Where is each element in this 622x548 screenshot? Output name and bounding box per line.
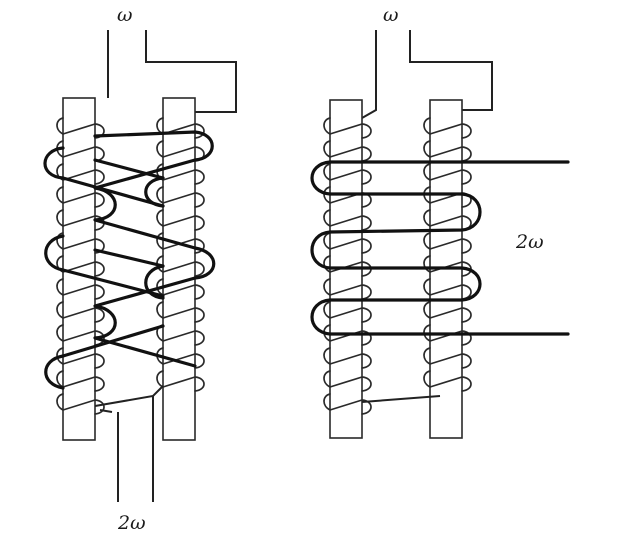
coil-turn <box>329 284 372 300</box>
coil-turn-back <box>323 117 331 135</box>
right-transformer <box>310 30 570 439</box>
coil-turn <box>429 238 472 254</box>
coil-turn <box>62 376 105 392</box>
coil-turn <box>329 330 372 346</box>
coil-turn <box>162 353 205 369</box>
coil-turn-back <box>156 370 164 388</box>
coil-turn <box>329 238 372 254</box>
coil-turn-back <box>423 117 431 135</box>
coil-turn-back <box>323 255 331 273</box>
coil-turn <box>329 146 372 162</box>
coil-turn <box>329 307 372 323</box>
coil-turn-back <box>423 347 431 365</box>
right-primary-winding <box>323 117 472 415</box>
coil-turn <box>62 284 105 300</box>
coil-turn-back <box>156 117 164 135</box>
coil-turn <box>329 215 372 231</box>
coil-turn-back <box>323 232 331 250</box>
coil-turn <box>162 307 205 323</box>
coil-turn-back <box>423 163 431 181</box>
coil-turn-back <box>323 301 331 319</box>
coil-turn <box>62 353 105 369</box>
coil-turn-back <box>323 163 331 181</box>
coil-turn <box>429 169 472 185</box>
coil-turn <box>429 146 472 162</box>
coil-turn-back <box>423 301 431 319</box>
coil-turn <box>62 169 105 185</box>
coil-turn-back <box>56 278 64 296</box>
coil-turn-back <box>156 209 164 227</box>
coil-turn-back <box>423 324 431 342</box>
coil-turn-back <box>323 209 331 227</box>
coil-turn <box>329 399 372 415</box>
coil-turn <box>162 123 205 139</box>
coil-turn-back <box>56 324 64 342</box>
right-primary-frequency-label: ω <box>383 4 399 26</box>
coil-turn-back <box>323 393 331 411</box>
coil-turn <box>62 261 105 277</box>
coil-turn <box>162 192 205 208</box>
coil-turn <box>162 261 205 277</box>
coil-turn <box>162 284 205 300</box>
coil-turn-back <box>56 301 64 319</box>
coil-turn-back <box>156 140 164 158</box>
coil-turn-back <box>323 347 331 365</box>
coil-turn-back <box>156 186 164 204</box>
right-bottom-lead <box>361 395 441 403</box>
right-secondary-winding <box>310 160 570 336</box>
coil-turn-back <box>323 370 331 388</box>
coil-turn-back <box>56 232 64 250</box>
coil-turn-back <box>156 301 164 319</box>
coil-turn-back <box>56 370 64 388</box>
coil-turn <box>162 330 205 346</box>
coil-turn <box>329 169 372 185</box>
coil-turn-back <box>323 278 331 296</box>
coil-turn <box>429 353 472 369</box>
left-primary-frequency-label: ω <box>117 4 133 26</box>
coil-turn-back <box>423 209 431 227</box>
coil-turn <box>429 261 472 277</box>
left-transformer <box>43 30 237 502</box>
left-secondary-frequency-label: 2ω <box>118 512 146 534</box>
coil-turn-back <box>323 140 331 158</box>
coil-turn <box>429 123 472 139</box>
left-secondary-winding <box>43 130 216 390</box>
coil-turn-back <box>56 393 64 411</box>
coil-turn <box>329 353 372 369</box>
coil-turn-back <box>56 117 64 135</box>
coil-turn-back <box>56 209 64 227</box>
coil-turn <box>162 215 205 231</box>
left-primary-lead <box>107 30 237 113</box>
coil-turn <box>162 376 205 392</box>
coil-turn-back <box>56 347 64 365</box>
left-secondary-lead <box>94 385 164 502</box>
coil-turn-back <box>423 232 431 250</box>
right-primary-lead <box>361 30 493 119</box>
coil-turn-back <box>56 186 64 204</box>
coil-turn <box>429 330 472 346</box>
coil-turn <box>429 376 472 392</box>
coil-turn <box>329 123 372 139</box>
coil-turn <box>162 238 205 254</box>
coil-turn <box>329 376 372 392</box>
coil-turn-back <box>423 140 431 158</box>
right-secondary-frequency-label: 2ω <box>516 231 544 253</box>
coil-turn <box>62 307 105 323</box>
coil-turn <box>62 399 105 415</box>
coil-turn-back <box>423 255 431 273</box>
coil-turn <box>162 169 205 185</box>
coil-turn-back <box>423 370 431 388</box>
coil-turn-back <box>156 232 164 250</box>
coil-turn <box>62 192 105 208</box>
coil-turn-back <box>156 278 164 296</box>
coil-turn-back <box>423 278 431 296</box>
coil-turn <box>429 307 472 323</box>
